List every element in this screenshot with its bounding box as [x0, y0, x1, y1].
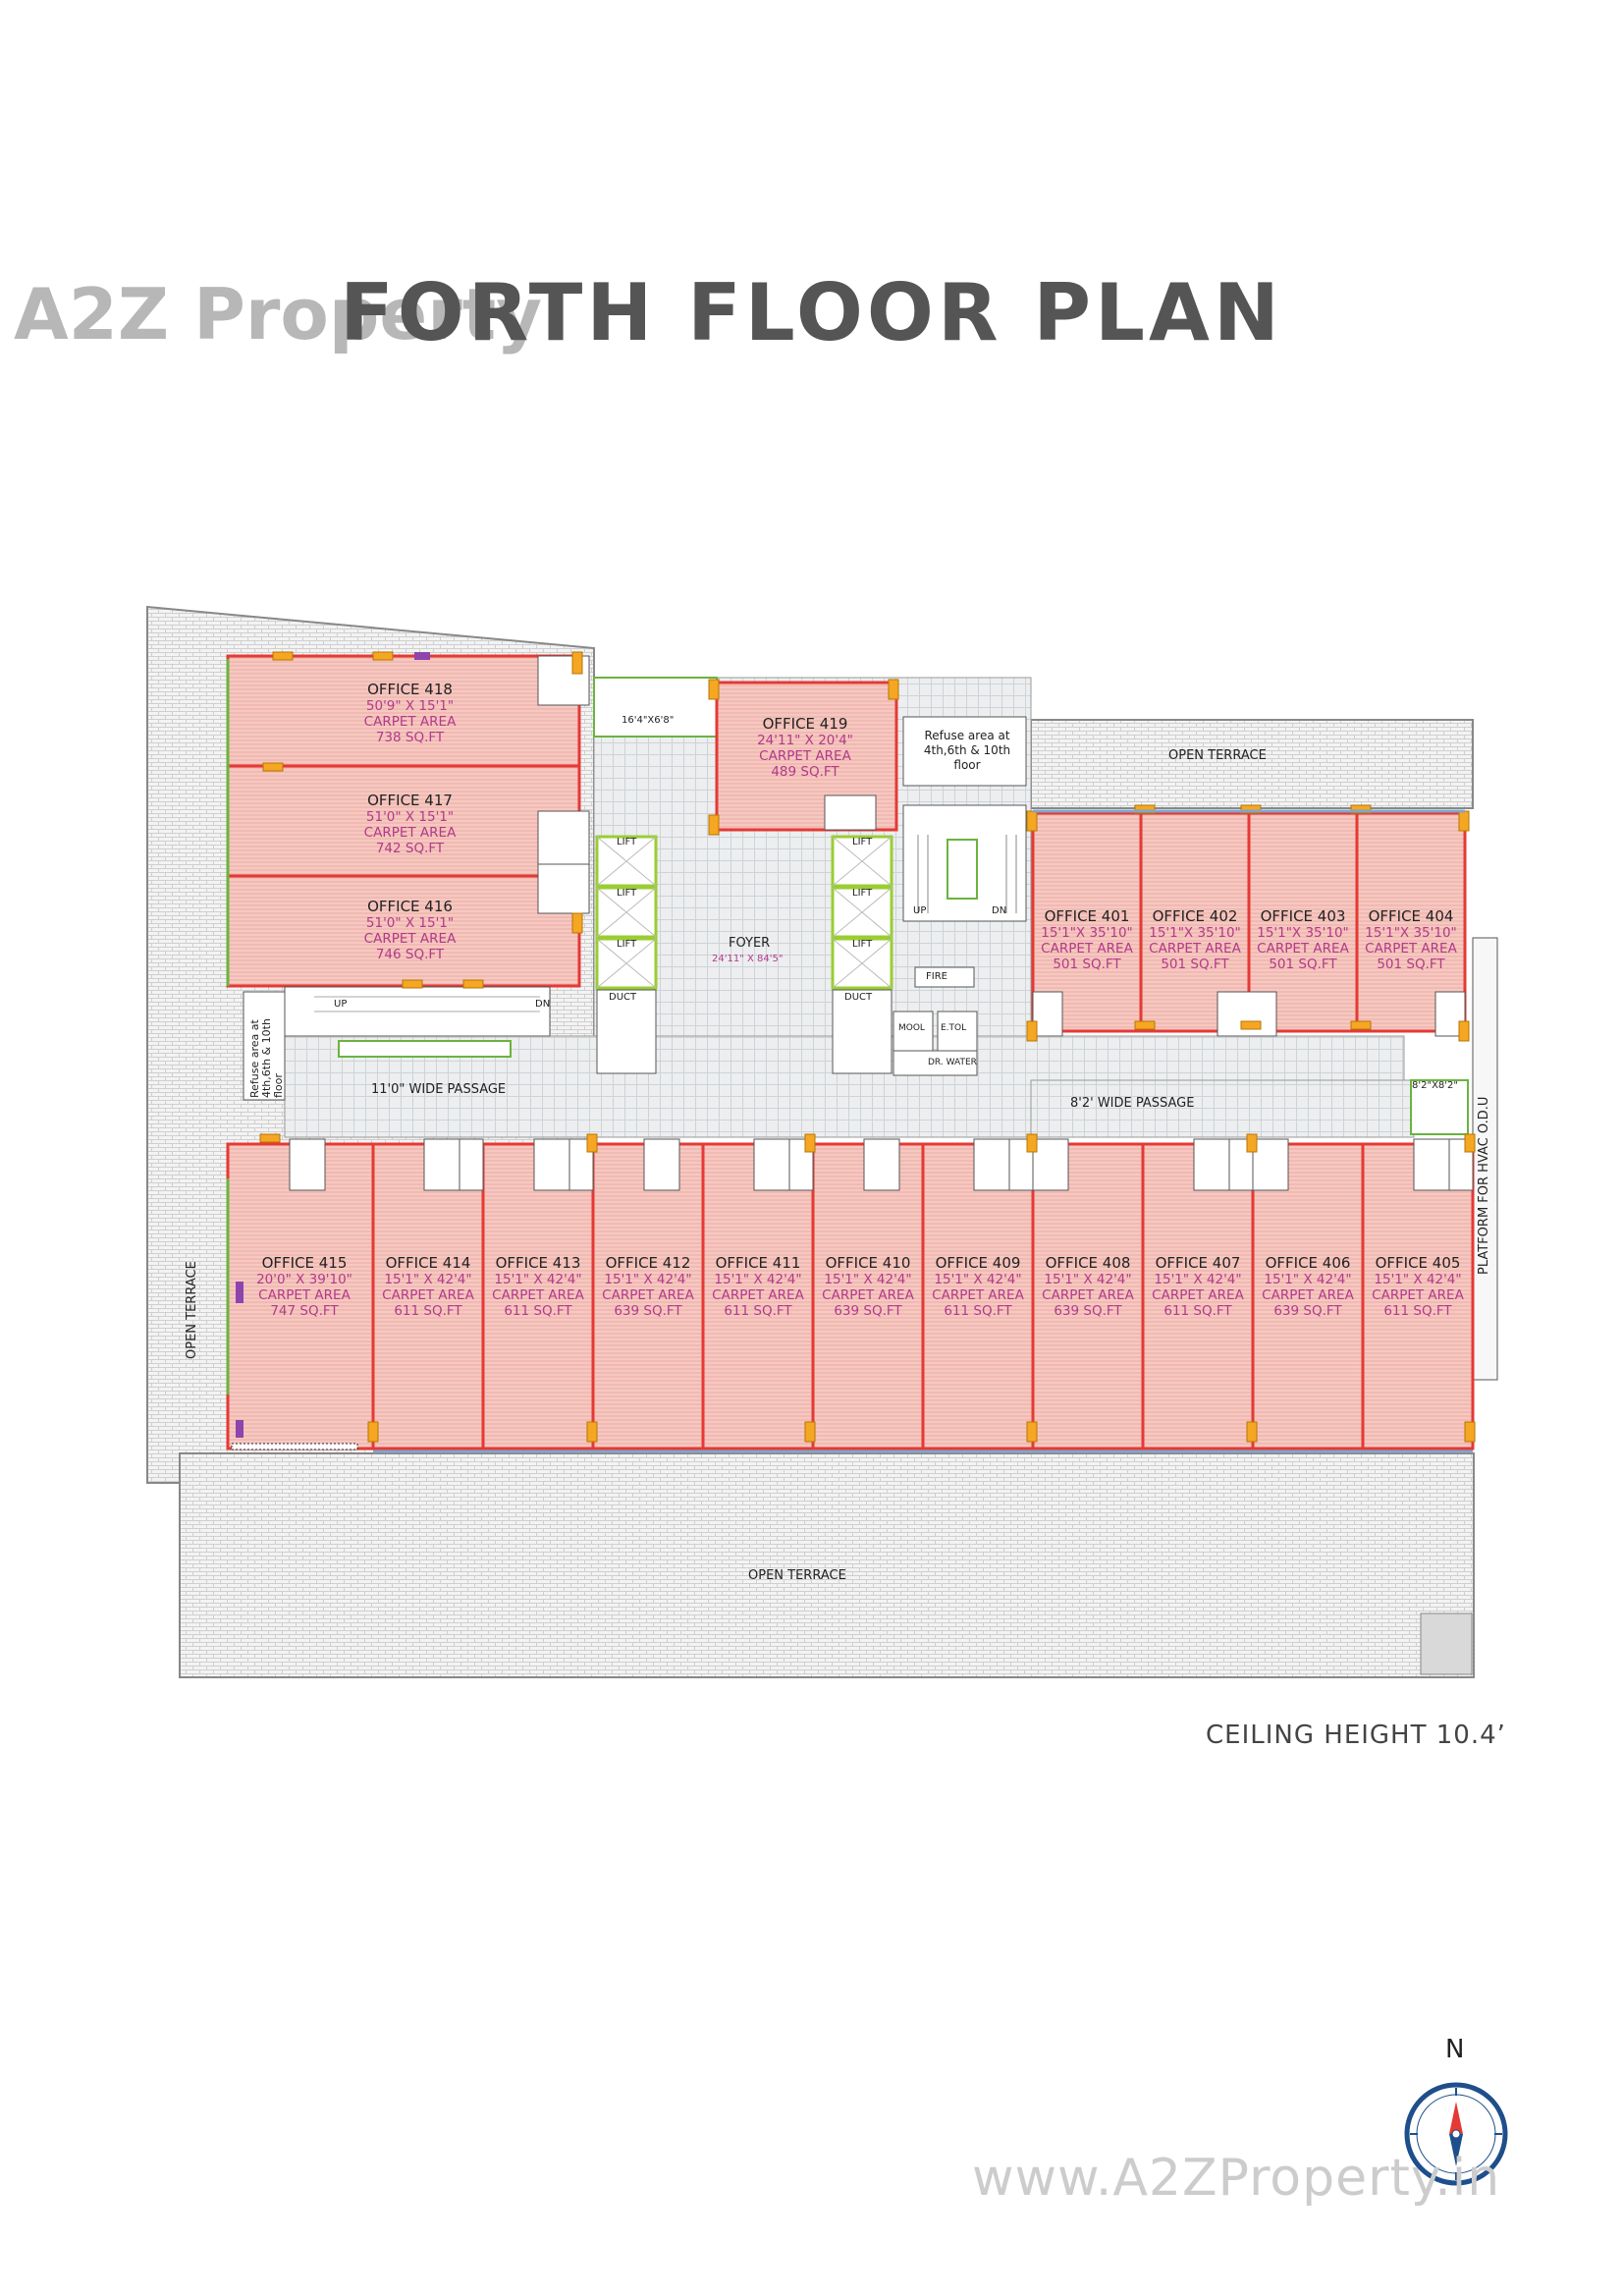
refuse-area-left-label: Refuse area at 4th,6th & 10th floor: [248, 1018, 285, 1098]
office-418-label: OFFICE 418 50'9" X 15'1" CARPET AREA 738…: [363, 681, 457, 745]
foyer-dim-label: 24'11" X 84'5": [712, 954, 784, 964]
fire-label: FIRE: [926, 971, 947, 982]
office-414-label: OFFICE 414 15'1" X 42'4" CARPET AREA 611…: [382, 1254, 474, 1319]
compass-icon: [1404, 2082, 1508, 2186]
open-terrace-top-label: OPEN TERRACE: [1168, 748, 1267, 763]
duct-label-right: DUCT: [844, 992, 873, 1003]
lift-label-4: LIFT: [852, 837, 873, 847]
duct-label-left: DUCT: [609, 992, 637, 1003]
refuse-area-left: [243, 991, 286, 1101]
lift-label-3: LIFT: [617, 939, 637, 950]
office-404-label: OFFICE 404 15'1"X 35'10" CARPET AREA 501…: [1365, 907, 1457, 972]
stair-dn-left-label: DN: [535, 999, 551, 1010]
stair-dn-label: DN: [992, 905, 1007, 916]
stair-up-left-label: UP: [334, 999, 348, 1010]
a2z-watermark-logo: A2Z Property: [14, 273, 543, 355]
lift-label-5: LIFT: [852, 888, 873, 899]
small-dim-label: 8'2"X8'2": [1412, 1080, 1458, 1091]
office-406: [1251, 1142, 1365, 1450]
a2z-watermark-url: www.A2ZProperty.in: [972, 2149, 1501, 2208]
office-413-label: OFFICE 413 15'1" X 42'4" CARPET AREA 611…: [492, 1254, 584, 1319]
duct-right: [832, 989, 893, 1074]
office-407-label: OFFICE 407 15'1" X 42'4" CARPET AREA 611…: [1152, 1254, 1244, 1319]
office-404: [1355, 811, 1467, 1033]
office-407: [1141, 1142, 1255, 1450]
office-403-label: OFFICE 403 15'1"X 35'10" CARPET AREA 501…: [1257, 907, 1349, 972]
lift-label-6: LIFT: [852, 939, 873, 950]
shaft-small: [1410, 1079, 1469, 1135]
hvac-platform-label: PLATFORM FOR HVAC O.D.U: [1477, 1096, 1491, 1275]
stair-block-corner: [1420, 1613, 1473, 1675]
open-terrace-bottom: [179, 1452, 1475, 1678]
office-408-label: OFFICE 408 15'1" X 42'4" CARPET AREA 639…: [1042, 1254, 1134, 1319]
office-410-label: OFFICE 410 15'1" X 42'4" CARPET AREA 639…: [822, 1254, 914, 1319]
office-415: [226, 1142, 375, 1450]
open-terrace-top-right: [1030, 719, 1474, 809]
stair-up-label: UP: [913, 905, 927, 916]
office-411-label: OFFICE 411 15'1" X 42'4" CARPET AREA 611…: [712, 1254, 804, 1319]
refuse-area-top: [902, 716, 1027, 787]
lift-label-2: LIFT: [617, 888, 637, 899]
office-412-label: OFFICE 412 15'1" X 42'4" CARPET AREA 639…: [602, 1254, 694, 1319]
page-title: FORTH FLOOR PLAN: [340, 267, 1283, 358]
ceiling-height: CEILING HEIGHT 10.4’: [1206, 1721, 1506, 1750]
refuse-area-top-label: Refuse area at 4th,6th & 10th floor: [923, 729, 1011, 772]
upper-small-room: [593, 677, 718, 738]
passage-right-label: 8'2' WIDE PASSAGE: [1070, 1096, 1195, 1111]
hvac-platform: [1472, 937, 1498, 1381]
passage-left-label: 11'0" WIDE PASSAGE: [371, 1082, 507, 1097]
office-417-label: OFFICE 417 51'0" X 15'1" CARPET AREA 742…: [363, 792, 457, 856]
office-419-label: OFFICE 419 24'11" X 20'4" CARPET AREA 48…: [757, 715, 853, 780]
passage-right: [1030, 1079, 1415, 1138]
office-401-label: OFFICE 401 15'1"X 35'10" CARPET AREA 501…: [1041, 907, 1133, 972]
lift-label-1: LIFT: [617, 837, 637, 847]
foyer-label: FOYER: [729, 936, 771, 951]
open-terrace-bottom-label: OPEN TERRACE: [748, 1568, 846, 1583]
duct-left: [596, 989, 657, 1074]
office-406-label: OFFICE 406 15'1" X 42'4" CARPET AREA 639…: [1262, 1254, 1354, 1319]
office-405-label: OFFICE 405 15'1" X 42'4" CARPET AREA 611…: [1372, 1254, 1464, 1319]
office-409-label: OFFICE 409 15'1" X 42'4" CARPET AREA 611…: [932, 1254, 1024, 1319]
office-402-label: OFFICE 402 15'1"X 35'10" CARPET AREA 501…: [1149, 907, 1241, 972]
etol-label: E.TOL: [941, 1023, 967, 1033]
open-terrace-left-label: OPEN TERRACE: [185, 1261, 199, 1359]
north-label: N: [1445, 2035, 1465, 2064]
office-416-label: OFFICE 416 51'0" X 15'1" CARPET AREA 746…: [363, 898, 457, 962]
mool-label: MOOL: [898, 1023, 925, 1033]
staircase-right: [902, 804, 1027, 922]
office-415-label: OFFICE 415 20'0" X 39'10" CARPET AREA 74…: [256, 1254, 352, 1319]
upper-dim-label: 16'4"X6'8": [622, 715, 675, 726]
dr-water-label: DR. WATER: [928, 1058, 977, 1067]
